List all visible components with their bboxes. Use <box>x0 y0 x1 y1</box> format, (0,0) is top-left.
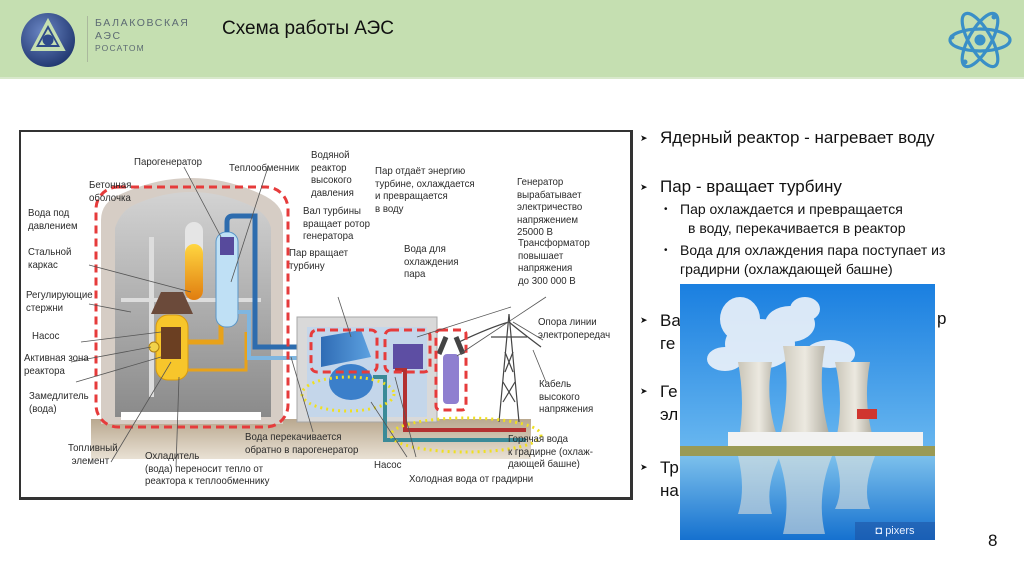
atom-icon <box>948 11 1012 69</box>
bullet-4-partial: ➤ Ге эл <box>640 382 679 424</box>
power-pylon <box>458 313 542 423</box>
bullet-3-tail: р <box>937 309 947 328</box>
sub-bullet-1: • Пар охлаждается и превращается в воду,… <box>664 201 906 236</box>
label-pump-left: Насос <box>32 330 60 342</box>
sub-bullet-2: • Вода для охлаждения пара поступает из … <box>664 242 946 277</box>
bullet-1: ➤ Ядерный реактор - нагревает воду <box>640 128 935 147</box>
page-number: 8 <box>988 531 998 550</box>
diagram-graphics <box>70 166 547 468</box>
cooling-tower <box>835 362 875 444</box>
brand-text: БАЛАКОВСКАЯ АЭС РОСАТОМ <box>95 17 190 55</box>
bullet-5-partial: ➤ Тр на <box>640 458 679 500</box>
pixers-watermark: ◘ pixers <box>855 522 935 540</box>
cooling-tower <box>778 346 832 444</box>
label-cold-water: Холодная вода от градирни <box>409 473 534 485</box>
turbine <box>321 330 371 367</box>
label-heat-exchanger: Теплообменник <box>229 162 300 174</box>
slide-header: БАЛАКОВСКАЯ АЭС РОСАТОМ Схема работы АЭС <box>0 0 1024 79</box>
bullet-dot-icon: • <box>664 245 668 256</box>
label-moderator: Замедлитель(вода) <box>29 390 89 415</box>
bullet-arrow-icon: ➤ <box>640 133 648 143</box>
bullet-2: ➤ Пар - вращает турбину <box>640 177 842 196</box>
brand-line-1: БАЛАКОВСКАЯ <box>95 17 190 29</box>
cooling-towers-photo: ◘ pixers <box>680 284 935 540</box>
camera-icon: ◘ <box>875 525 883 537</box>
bullet-arrow-icon: ➤ <box>640 462 648 472</box>
brand-line-2: АЭС <box>95 29 122 42</box>
generator <box>393 344 423 369</box>
bullet-arrow-icon: ➤ <box>640 386 648 396</box>
cooling-tower <box>738 362 780 444</box>
bullet-arrow-icon: ➤ <box>640 182 648 192</box>
label-pump-right: Насос <box>374 459 402 471</box>
bullet-3-partial: ➤ Ва ге <box>640 311 681 353</box>
slide-title: Схема работы АЭС <box>222 18 394 39</box>
reactor-zone-outline <box>94 185 290 429</box>
brand-line-3: РОСАТОМ <box>95 43 145 53</box>
rosatom-logo-icon <box>21 13 75 67</box>
label-steam-generator: Парогенератор <box>134 156 203 168</box>
bullet-dot-icon: • <box>664 204 668 215</box>
logo-divider <box>87 16 88 62</box>
transformer <box>443 354 459 404</box>
bullet-arrow-icon: ➤ <box>640 315 648 325</box>
